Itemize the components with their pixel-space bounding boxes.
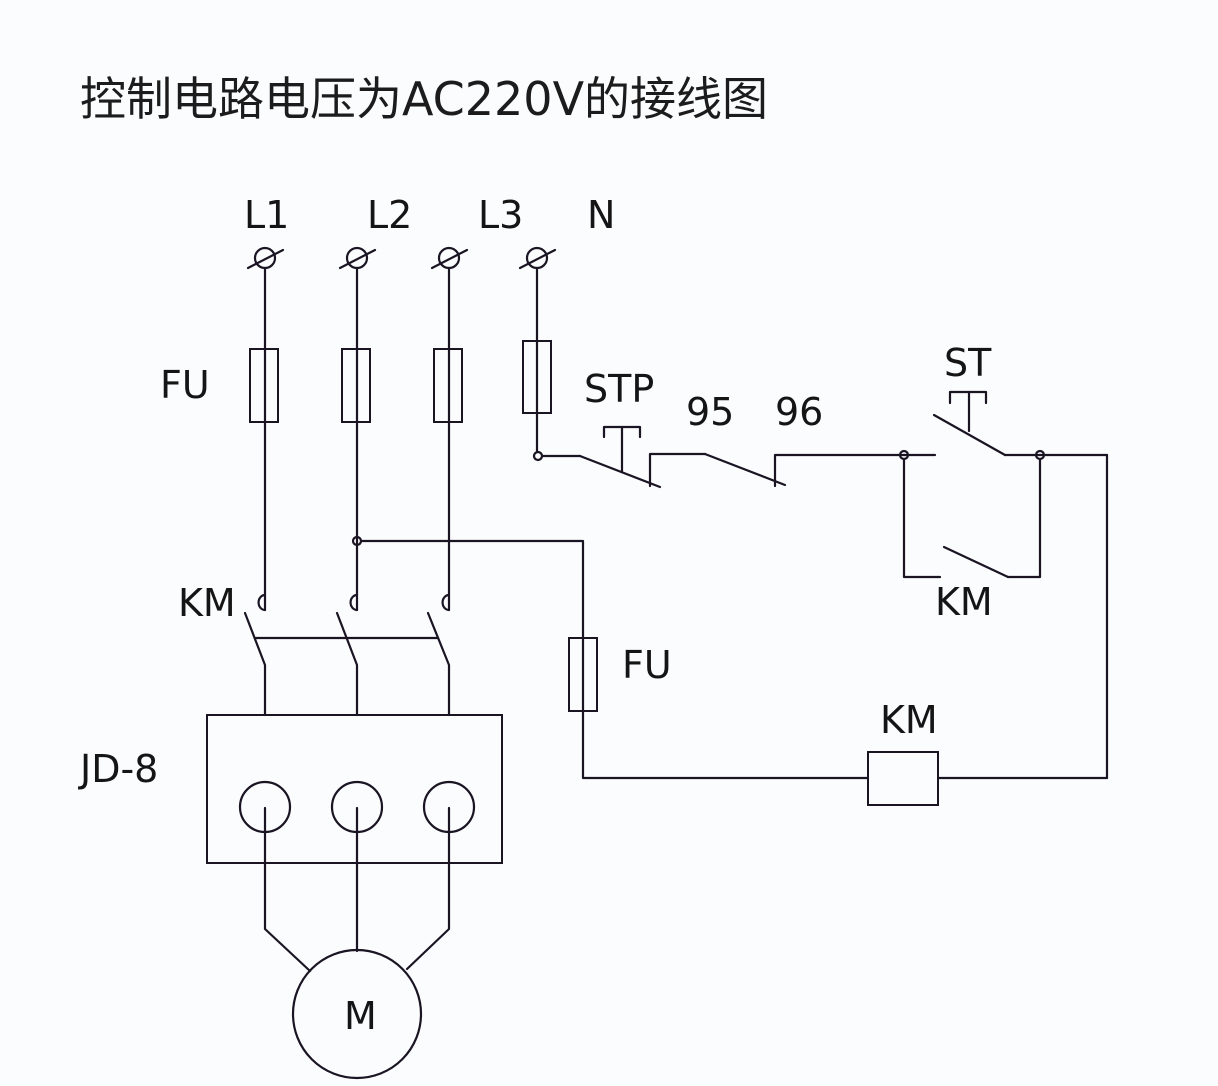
start-button-label: ST [944,341,992,385]
junction-n [532,450,544,462]
overload-contact-icon [703,452,907,488]
terminal-label-l1: L1 [244,193,289,237]
overload-contact-95-label: 95 [686,390,734,434]
holding-contact-label: KM [935,580,993,624]
terminal-label-l2: L2 [367,193,412,237]
phase-wire-l1 [249,266,279,612]
control-fuse-label: FU [622,643,672,687]
neutral-wire [522,266,552,462]
control-fuse-icon [568,637,598,712]
terminal-l2-icon [338,246,377,270]
control-feed-wire [351,535,870,780]
start-button-icon [903,390,1109,457]
fuse-l2-icon [341,348,371,423]
terminal-l3-icon [430,246,469,270]
phase-wire-l3 [433,266,463,612]
contactor-main-label: KM [178,581,236,625]
contactor-coil-icon [867,751,939,806]
phase-wire-l2 [341,266,371,612]
terminal-label-l3: L3 [478,193,523,237]
diagram-title: 控制电路电压为AC220V的接线图 [80,72,768,126]
fuse-n-icon [522,340,552,414]
stop-button-label: STP [584,367,654,411]
holding-contact-icon [902,457,1042,579]
fuse-l3-icon [433,348,463,423]
main-fuse-label: FU [160,363,210,407]
coil-label: KM [880,698,938,742]
overload-contact-96-label: 96 [775,390,823,434]
fuse-l1-icon [249,348,279,423]
main-contacts-icon [243,611,451,717]
motor-leads [263,806,451,973]
terminal-n-icon [518,246,557,270]
motor-label: M [344,994,377,1038]
stop-button-icon [540,425,707,489]
overload-relay-label: JD-8 [78,747,158,791]
terminal-l1-icon [246,246,285,270]
terminal-label-n: N [587,193,615,237]
overload-relay-icon [206,714,503,864]
motor-icon [291,948,423,1080]
